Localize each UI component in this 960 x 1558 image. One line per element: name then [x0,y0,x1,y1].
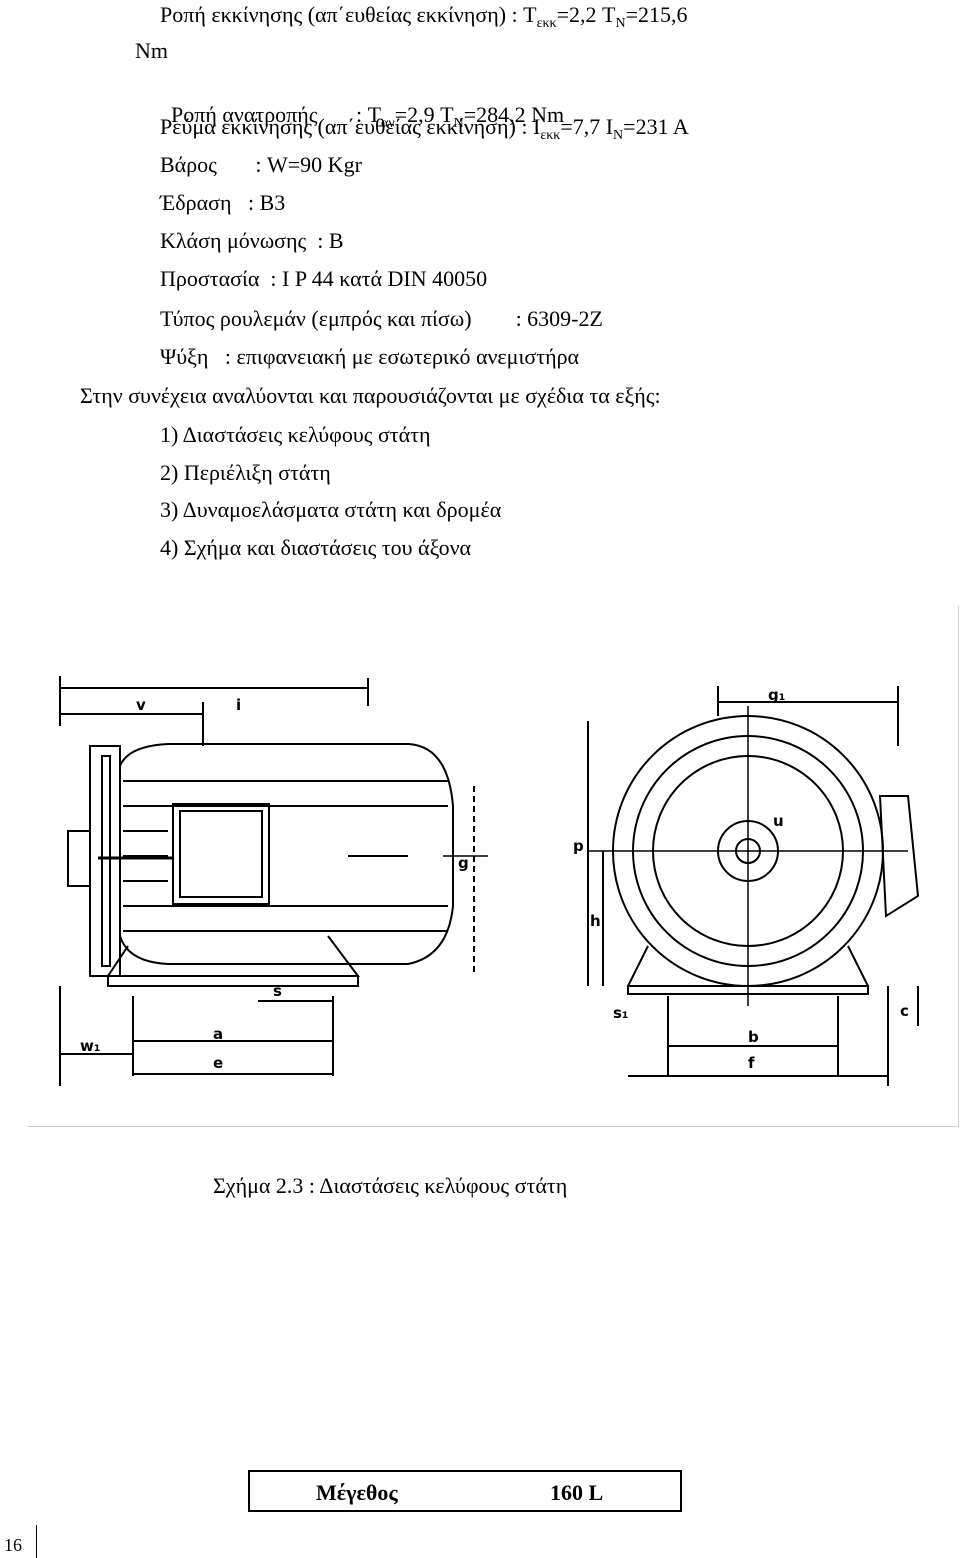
label-h: h [590,912,601,930]
list-item-3: 3) Δυναμοελάσματα στάτη και δρομέα [160,497,502,522]
size-label: Μέγεθος [316,1480,398,1505]
spec-starting-torque-unit: Nm [135,38,168,63]
size-value: 160 L [550,1480,604,1505]
figure-caption: Σχήμα 2.3 : Διαστάσεις κελύφους στάτη [213,1173,568,1198]
label-u: u [773,812,784,830]
list-item-4: 4) Σχήμα και διαστάσεις του άξονα [160,535,472,560]
list-item-1: 1) Διαστάσεις κελύφους στάτη [160,422,431,447]
label-f: f [748,1054,755,1072]
label-c: c [900,1002,909,1020]
spec-bearings: Τύπος ρουλεμάν (εμπρός και πίσω) : 6309-… [160,306,603,331]
motor-drawing-svg: v i a e s w₁ g g₁ p h b f s₁ c u [59,676,920,1086]
spec-mounting: Έδραση : B3 [160,190,286,215]
label-g1: g₁ [768,686,785,704]
spec-starting-current: Ρεύμα εκκίνησης (απ΄ευθείας εκκίνηση) : … [160,114,689,143]
spec-breakdown-torque: Ροπή ανατροπής : Tαν=2,9 TN=284,2 Nm [171,102,565,131]
label-g: g [458,854,469,872]
intro-text: Στην συνέχεια αναλύονται και παρουσιάζον… [80,383,661,408]
label-v: v [136,696,146,714]
label-e: e [213,1054,223,1072]
label-b: b [748,1028,759,1046]
page-number: 16 [4,1535,22,1555]
spec-weight: Βάρος : W=90 Kgr [160,152,362,177]
label-p: p [573,837,584,855]
label-w1: w₁ [80,1037,100,1055]
spec-insulation-class: Κλάση μόνωσης : B [160,228,344,253]
label-s1: s₁ [613,1004,629,1022]
spec-protection: Προστασία : I P 44 κατά DIN 40050 [160,266,488,291]
label-a: a [213,1025,223,1043]
list-item-2: 2) Περιέλιξη στάτη [160,460,331,485]
page-margin-rule [36,1525,37,1558]
spec-starting-torque: Ροπή εκκίνησης (απ΄ευθείας εκκίνηση) : T… [160,2,688,31]
motor-dimension-drawing: v i a e s w₁ g g₁ p h b f s₁ c u [28,606,959,1127]
size-table: Μέγεθος 160 L [248,1470,682,1512]
label-i: i [236,696,241,714]
spec-cooling: Ψύξη : επιφανειακή με εσωτερικό ανεμιστή… [160,344,580,369]
label-s: s [273,982,282,1000]
